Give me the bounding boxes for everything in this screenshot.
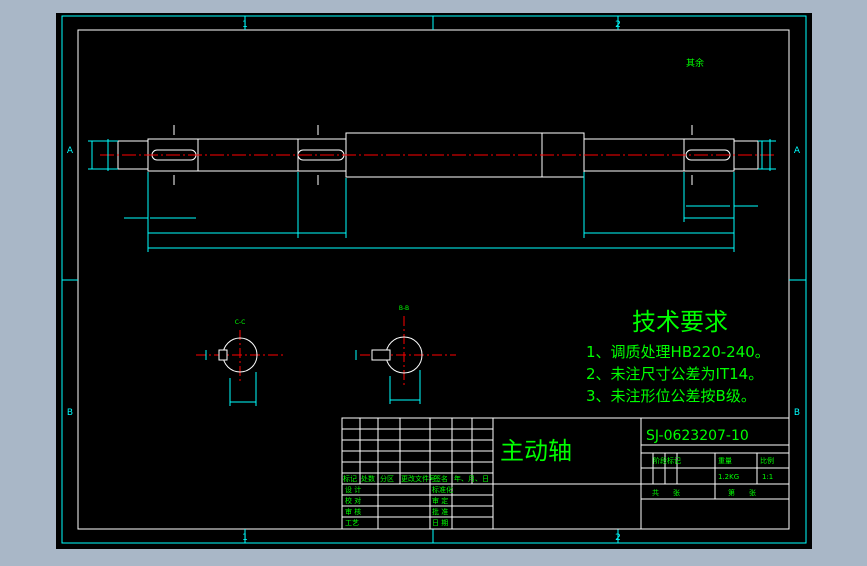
shaft-view <box>88 125 776 252</box>
tb-approve-final: 审 定 <box>432 496 448 505</box>
tech-req-item-2: 2、未注尺寸公差为IT14。 <box>586 365 763 383</box>
tb-drawing-number: SJ-0623207-10 <box>646 428 749 444</box>
zone-bottom-1: 1 <box>242 533 248 543</box>
tb-sheet-total: 共 张 <box>652 488 680 497</box>
zone-ticks <box>62 16 806 543</box>
tb-design: 设 计 <box>345 485 361 494</box>
tb-scale-label: 比例 <box>760 456 774 465</box>
tb-process: 工艺 <box>345 519 359 527</box>
zone-top-1: 1 <box>242 20 248 30</box>
section-marks <box>173 125 693 185</box>
surface-note: 其余 <box>686 57 704 69</box>
tech-req-heading: 技术要求 <box>632 308 728 336</box>
tb-stage-label: 阶段标记 <box>653 456 681 465</box>
tb-col-sign: 签名 <box>434 474 448 483</box>
tb-col-mark: 标记 <box>343 474 357 483</box>
zone-left-b: B <box>67 408 73 418</box>
tb-review: 审 核 <box>345 507 361 516</box>
dimensions <box>88 139 776 252</box>
tb-col-count: 处数 <box>361 474 375 483</box>
title-block: 标记 处数 分区 更改文件号 签名 年、月、日 设 计 标准化 校 对 审 定 … <box>341 417 790 530</box>
tb-check: 校 对 <box>345 496 361 505</box>
zone-right-b: B <box>794 408 800 418</box>
technical-requirements: 技术要求 1、调质处理HB220-240。 2、未注尺寸公差为IT14。 3、未… <box>586 308 770 405</box>
section-view-left: C-C <box>196 319 284 406</box>
tb-col-date: 年、月、日 <box>454 474 489 483</box>
tb-sheet-no: 第 张 <box>728 488 756 497</box>
tb-standard: 标准化 <box>432 485 453 494</box>
section-label-left: C-C <box>235 319 246 326</box>
tb-col-zone: 分区 <box>380 474 394 483</box>
tb-weight: 1.2KG <box>718 473 739 481</box>
tb-approve: 批 准 <box>432 507 448 516</box>
keyway-section-left <box>218 349 228 361</box>
zone-left-a: A <box>67 146 74 156</box>
drawing-background <box>56 13 812 549</box>
tech-req-item-3: 3、未注形位公差按B级。 <box>586 387 756 405</box>
keyway-section-right <box>371 349 391 361</box>
zone-top-2: 2 <box>615 20 621 30</box>
zone-right-a: A <box>794 146 801 156</box>
section-view-right: B-B <box>355 305 456 404</box>
tb-date: 日 期 <box>432 519 448 527</box>
zone-bottom-2: 2 <box>615 533 621 543</box>
tb-weight-label: 重量 <box>718 457 732 465</box>
section-label-right: B-B <box>399 305 409 312</box>
tb-part-name: 主动轴 <box>500 437 572 465</box>
tb-scale: 1:1 <box>762 473 773 481</box>
tb-col-docno: 更改文件号 <box>401 474 436 483</box>
tech-req-item-1: 1、调质处理HB220-240。 <box>586 343 770 361</box>
